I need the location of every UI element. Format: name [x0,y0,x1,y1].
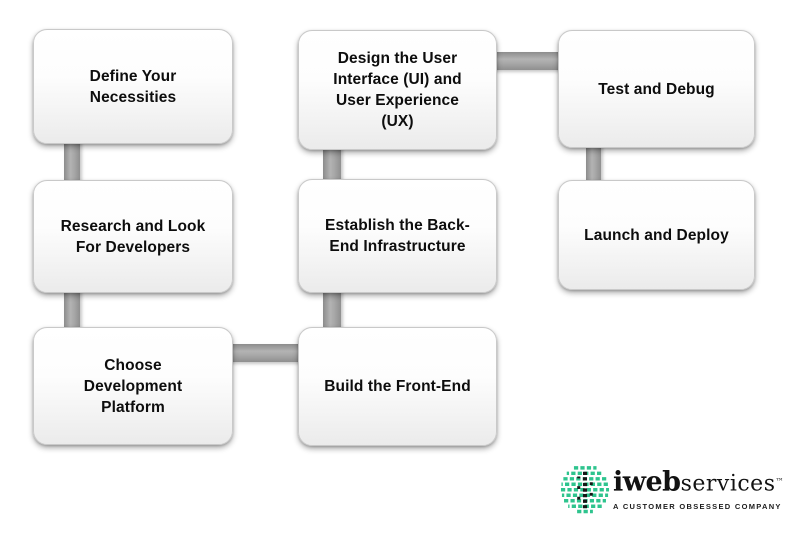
connector-establish-to-design [323,142,341,186]
node-label: Build the Front-End [324,378,471,395]
node-label: Test and Debug [598,80,715,98]
connector-test-to-launch [586,141,601,187]
connector-build-to-establish [323,286,341,334]
node-design-ui-ux: Design the User Interface (UI) and User … [298,30,497,150]
logo-wordmark: iwebservices™ [613,467,783,500]
node-define-your-necessities: Define Your Necessities [33,29,233,144]
node-label: Establish the Back- End Infrastructure [325,217,470,255]
node-test-and-debug: Test and Debug [558,30,755,148]
logo-brand-regular: services [680,471,776,497]
node-label: Design the User Interface (UI) and User … [333,50,462,130]
node-launch-and-deploy: Launch and Deploy [558,180,755,290]
connector-research-to-choose [64,286,80,334]
node-choose-platform: Choose Development Platform [33,327,233,445]
logo-tagline: A CUSTOMER OBSESSED COMPANY [613,501,782,511]
dotted-globe-icon [560,466,610,514]
connector-define-to-research [64,135,80,187]
node-label: Choose Development Platform [83,356,183,416]
node-label: Launch and Deploy [584,226,729,244]
logo-brand-bold: iweb [613,466,681,498]
node-establish-backend: Establish the Back- End Infrastructure [298,179,497,293]
node-label: Research and Look For Developers [60,217,206,256]
node-build-frontend: Build the Front-End [298,327,497,446]
node-research-developers: Research and Look For Developers [33,180,233,293]
connector-choose-to-build [226,344,304,362]
logo-text: iwebservices™ A CUSTOMER OBSESSED COMPAN… [613,467,783,511]
trademark-symbol: ™ [775,477,784,487]
connector-design-to-test [490,52,564,70]
node-label: Define Your Necessities [89,67,177,106]
iwebservices-logo: iwebservices™ A CUSTOMER OBSESSED COMPAN… [560,463,783,515]
